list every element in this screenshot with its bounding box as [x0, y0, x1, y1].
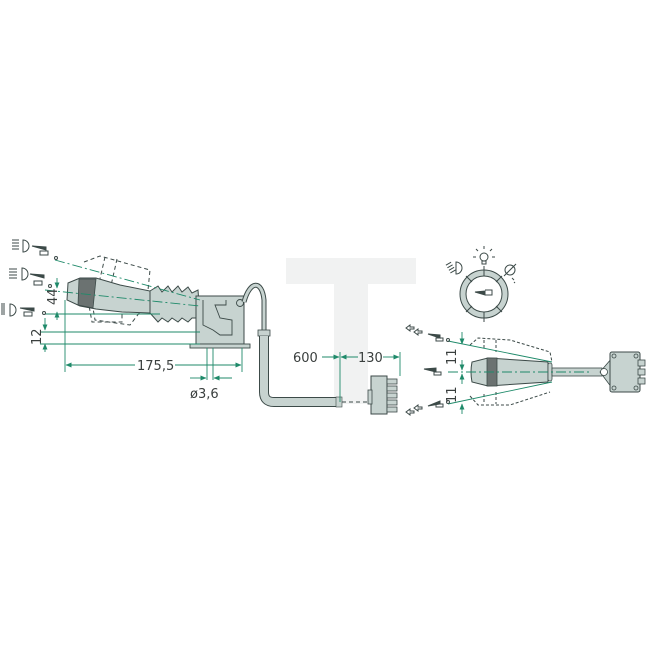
- grip-band: [77, 278, 97, 309]
- headlight-icon: [445, 261, 463, 275]
- connector-plug: [367, 375, 398, 415]
- dim-left-base: 12: [30, 328, 45, 345]
- fog-light-icon: [503, 263, 517, 284]
- lamp-icon: [473, 246, 495, 265]
- function-dial: [445, 246, 517, 322]
- mounting-flange: [189, 343, 251, 349]
- dim-right-upper: 11: [445, 348, 460, 365]
- bellows-boot: [149, 285, 201, 323]
- dim-left-angle: 44: [46, 288, 61, 305]
- left-function-symbols: [1, 239, 58, 317]
- low-beam-horn-icon: [9, 267, 52, 288]
- dim-cable-length: 600: [293, 351, 318, 366]
- dim-right-lower: 11: [445, 386, 460, 403]
- indicator-right-horn-icon: [405, 400, 450, 416]
- left-dimensions: [40, 278, 401, 402]
- dim-hole-diameter: ø3,6: [190, 387, 219, 402]
- high-beam-horn-icon: [12, 239, 58, 260]
- left-switch-assembly: [44, 255, 398, 415]
- watermark-logo: [286, 258, 416, 404]
- switch-housing: [195, 295, 245, 345]
- right-connector-block: [609, 351, 646, 393]
- right-function-symbols: [405, 324, 450, 416]
- parking-light-horn-icon: [1, 303, 46, 317]
- horn-icon: [474, 289, 493, 296]
- right-switch-assembly: [447, 337, 646, 406]
- indicator-left-horn-icon: [405, 324, 450, 342]
- horn-center-icon: [423, 367, 442, 376]
- cable-tube: [259, 336, 340, 407]
- dim-connector-length: 130: [358, 351, 383, 366]
- dim-length: 175,5: [137, 359, 174, 374]
